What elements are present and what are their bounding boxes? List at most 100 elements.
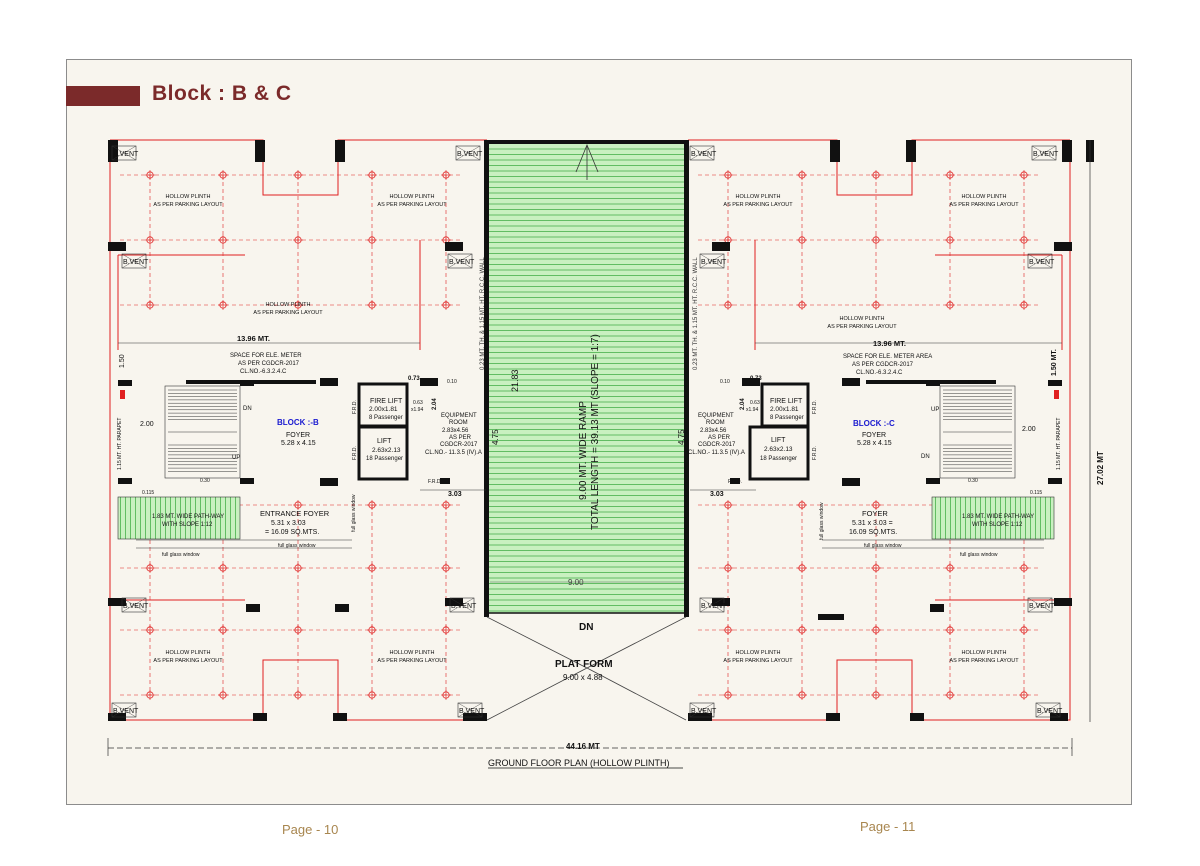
block-b-meter-2: AS PER CGDCR-2017 [238, 361, 300, 367]
ramp-side-dim: 21.83 [510, 369, 520, 392]
block-c-width-dim: 13.96 MT. [873, 339, 906, 348]
svg-text:B.VENT: B.VENT [457, 151, 483, 158]
block-b-core: 13.96 MT. 1.50 SPACE FOR ELE. METER AS P… [117, 334, 486, 558]
overall-depth-dim: 27.02 MT [1096, 451, 1105, 485]
svg-text:HOLLOW PLINTH: HOLLOW PLINTH [962, 650, 1007, 656]
block-c-equip-1: EQUIPMENT [698, 413, 734, 419]
block-b-meter-1: SPACE FOR ELE. METER [230, 353, 302, 359]
block-b-width-dim: 13.96 MT. [237, 334, 270, 343]
block-c-glass-3: full glass window [819, 502, 825, 540]
block-b-lift-3: 18 Passenger [366, 456, 403, 462]
hollow-plinth-note: HOLLOW PLINTH AS PER PARKING LAYOUT [377, 650, 447, 664]
bvent-box: B.VENT [449, 597, 477, 613]
svg-text:AS PER PARKING LAYOUT: AS PER PARKING LAYOUT [377, 658, 447, 664]
block-b-stair-up: UP [232, 455, 240, 461]
platform-label: PLAT FORM [555, 659, 613, 670]
bvent-box: B.VENT [699, 597, 727, 613]
block-c-fire-lift-3: 8 Passenger [770, 415, 804, 421]
block-c-foyer2-1: FOYER [862, 509, 888, 518]
svg-text:AS PER PARKING LAYOUT: AS PER PARKING LAYOUT [827, 324, 897, 330]
block-c-name: BLOCK :-C [853, 419, 895, 428]
svg-text:AS PER PARKING LAYOUT: AS PER PARKING LAYOUT [153, 202, 223, 208]
svg-text:AS PER PARKING LAYOUT: AS PER PARKING LAYOUT [253, 310, 323, 316]
bvent-labels: B.VENT B.VENT B.VENT B.VENT B.VENT B.VENT B.VE… [111, 145, 1063, 718]
svg-text:AS PER PARKING LAYOUT: AS PER PARKING LAYOUT [723, 658, 793, 664]
block-c-dim-150: 1.50 MT. [1051, 349, 1058, 376]
block-b-pathway-1: 1.83 MT. WIDE PATH-WAY [152, 514, 224, 520]
svg-text:AS PER PARKING LAYOUT: AS PER PARKING LAYOUT [723, 202, 793, 208]
block-c-lift-1: LIFT [771, 437, 786, 444]
svg-text:HOLLOW PLINTH: HOLLOW PLINTH [962, 194, 1007, 200]
svg-text:HOLLOW PLINTH: HOLLOW PLINTH [166, 194, 211, 200]
bvent-box: B.VENT [111, 702, 139, 718]
page-number-right: Page - 11 [860, 819, 916, 834]
svg-text:B.VENT: B.VENT [459, 708, 485, 715]
bvent-box: B.VENT [689, 145, 717, 161]
block-c-glass-1: full glass window [960, 552, 998, 558]
bvent-box: B.VENT [447, 253, 475, 269]
structural-columns [108, 140, 1094, 721]
svg-text:B.VENT: B.VENT [113, 708, 139, 715]
svg-text:HOLLOW PLINTH: HOLLOW PLINTH [390, 650, 435, 656]
svg-text:B.VENT: B.VENT [1029, 603, 1055, 610]
block-c-pathway-1: 1.83 MT. WIDE PATH-WAY [962, 514, 1034, 520]
plan-caption: GROUND FLOOR PLAN (HOLLOW PLINTH) [488, 758, 670, 768]
block-b-fire-lift-2: 2.00x1.81 [369, 406, 398, 413]
block-b-dim-073: 0.73 [408, 376, 420, 382]
svg-text:HOLLOW PLINTH: HOLLOW PLINTH [390, 194, 435, 200]
svg-text:B.VENT: B.VENT [691, 708, 717, 715]
block-b-name: BLOCK :-B [277, 418, 319, 427]
bvent-box: B.VENT [121, 597, 149, 613]
ramp-wall-note-right: 0.23 MT. TH. & 1.15 MT. HT. R.C.C. WALL [693, 257, 699, 370]
block-c-fire-lift-2: 2.00x1.81 [770, 406, 799, 413]
block-b-entrance-1: ENTRANCE FOYER [260, 509, 330, 518]
svg-text:B.VENT: B.VENT [451, 603, 477, 610]
block-c-dim-0115: 0.115 [1030, 490, 1042, 496]
block-b-lift-2: 2.63x2.13 [372, 447, 401, 454]
platform: PLAT FORM 9.00 x 4.88 [486, 616, 687, 721]
block-c-foyer-size: 5.28 x 4.15 [857, 440, 892, 447]
block-b-dim-303: 3.03 [448, 491, 462, 498]
block-c-dim-073: 0.73 [750, 376, 762, 382]
block-b-dim-200: 2.00 [140, 421, 154, 428]
block-c-meter-3: CL.NO.-6.3.2.4.C [856, 370, 903, 376]
block-c-dim-030: 0.30 [968, 380, 978, 386]
block-b-glass-2: full glass window [278, 543, 316, 549]
svg-text:B.VENT: B.VENT [123, 603, 149, 610]
page-number-left: Page - 10 [282, 822, 339, 837]
block-b-pathway-2: WITH SLOPE 1:12 [162, 522, 213, 528]
svg-text:AS PER PARKING LAYOUT: AS PER PARKING LAYOUT [949, 202, 1019, 208]
block-c-stair-up: UP [931, 407, 939, 413]
block-b-dim-030: 0.30 [200, 380, 210, 386]
block-b-lift-1: LIFT [377, 438, 392, 445]
block-c-equip-2: ROOM [706, 420, 725, 426]
block-b-glass-3: full glass window [351, 494, 357, 532]
bvent-box: B.VENT [455, 145, 483, 161]
block-b-dim-0115: 0.115 [142, 490, 154, 496]
block-c-foyer2-2: 5.31 x 3.03 = [852, 520, 893, 527]
svg-text:AS PER PARKING LAYOUT: AS PER PARKING LAYOUT [153, 658, 223, 664]
hollow-plinth-note: HOLLOW PLINTH AS PER PARKING LAYOUT [153, 650, 223, 664]
block-b-meter-3: CL.NO.-6.3.2.4.C [240, 369, 287, 375]
svg-text:AS PER PARKING LAYOUT: AS PER PARKING LAYOUT [949, 658, 1019, 664]
svg-text:HOLLOW PLINTH: HOLLOW PLINTH [166, 650, 211, 656]
block-b-parapet: 1.15 MT. HT. PARAPET [117, 418, 123, 470]
block-b-equip-5: CGDCR-2017 [440, 442, 478, 448]
bvent-box: B.VENT [699, 253, 727, 269]
block-b-equip-2: ROOM [449, 420, 468, 426]
block-c-glass-2: full glass window [864, 543, 902, 549]
block-c-equip-6: CL.NO.- 11.3.5 (IV).A [688, 450, 745, 456]
block-b-fire-lift-3: 8 Passenger [369, 415, 403, 421]
ramp-dim-left: 4.75 [491, 429, 500, 445]
block-c-frd-3: F.R.D. [728, 479, 742, 485]
block-b-dim-194: x1.94 [411, 407, 423, 413]
block-c-foyer: FOYER [862, 432, 886, 439]
svg-text:B.VENT: B.VENT [701, 259, 727, 266]
block-c-dim-194: x1.94 [746, 407, 758, 413]
svg-text:B.VENT: B.VENT [1033, 151, 1059, 158]
bvent-box: B.VENT [1027, 597, 1055, 613]
